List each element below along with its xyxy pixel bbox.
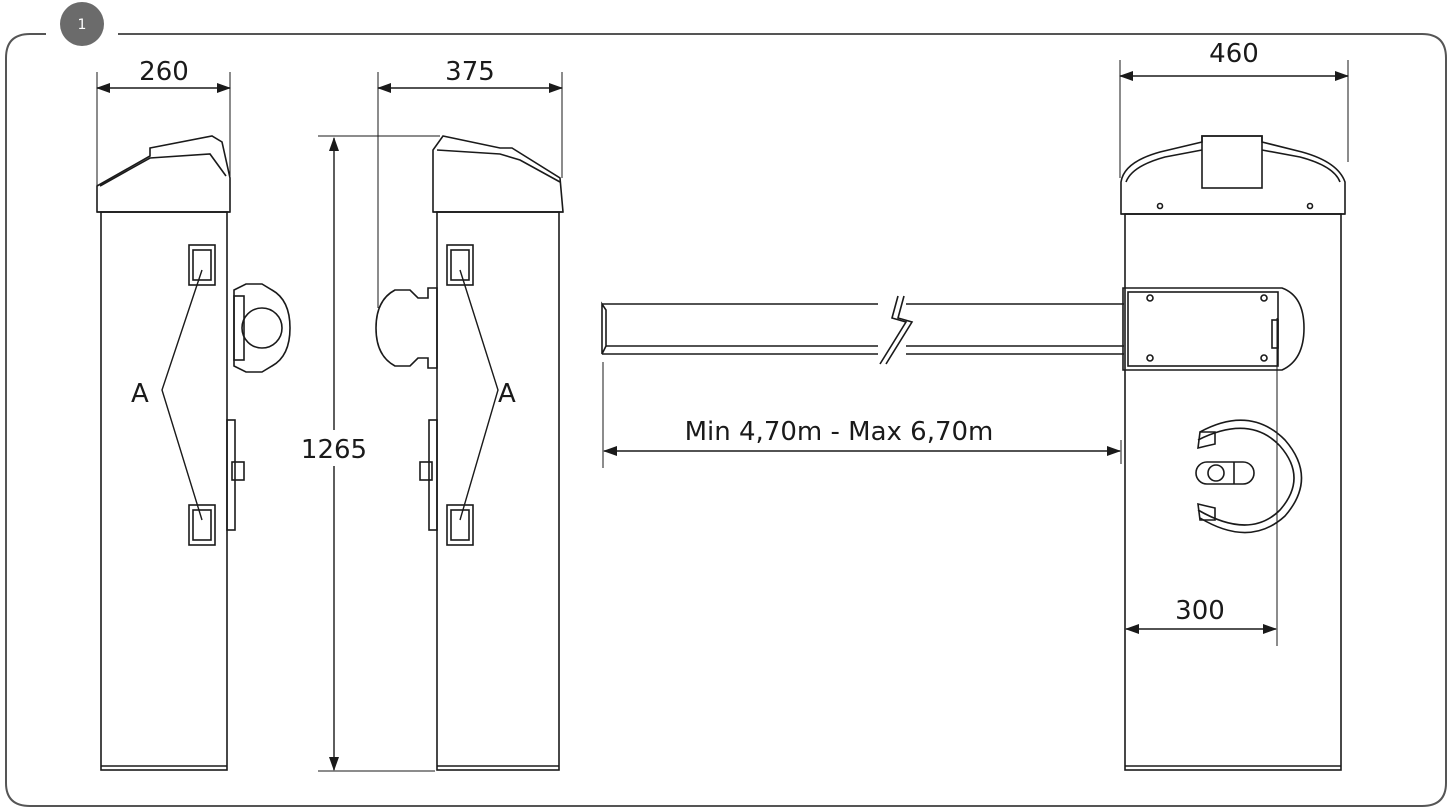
figure-frame	[5, 33, 1447, 807]
svg-text:1: 1	[78, 17, 87, 33]
dim-text-375: 375	[445, 57, 495, 87]
dim-text-300: 300	[1175, 596, 1225, 626]
anchor-leader-left	[161, 269, 203, 521]
anchor-leader-right	[459, 269, 499, 521]
dim-text-1265: 1265	[301, 435, 367, 465]
front-view	[601, 135, 1346, 771]
dim-text-boom: Min 4,70m - Max 6,70m	[685, 417, 994, 447]
middle-side-view	[375, 135, 564, 771]
left-side-view	[96, 135, 291, 771]
dim-text-260: 260	[139, 57, 189, 87]
anchor-label-left: A	[131, 379, 149, 409]
figure-number-badge: 1	[60, 2, 104, 46]
dim-text-460: 460	[1209, 39, 1259, 69]
anchor-label-right: A	[498, 379, 516, 409]
